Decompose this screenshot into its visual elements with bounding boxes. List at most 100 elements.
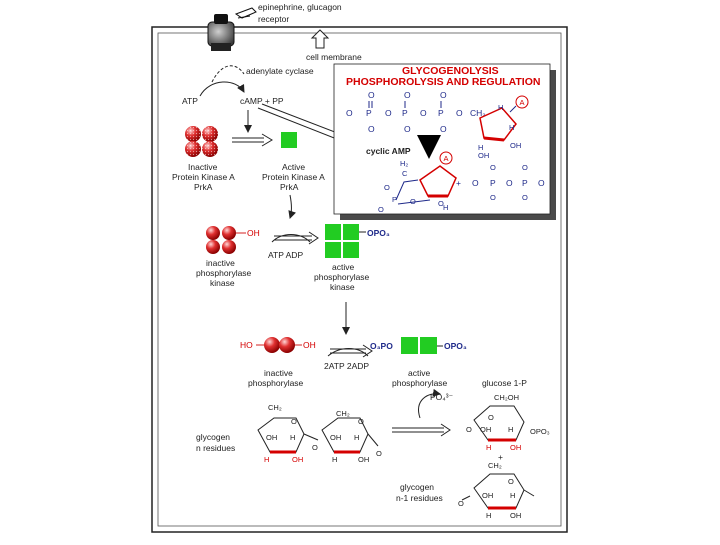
svg-text:O: O <box>490 163 496 172</box>
svg-text:P: P <box>366 108 372 118</box>
inactive-pka-line3: PrkA <box>194 182 213 192</box>
svg-text:OH: OH <box>358 455 369 464</box>
svg-text:H: H <box>486 443 491 452</box>
svg-text:O: O <box>458 499 464 508</box>
svg-text:H₂: H₂ <box>400 159 408 168</box>
svg-text:OH: OH <box>510 141 521 150</box>
svg-text:H: H <box>486 511 491 520</box>
pyrophosphate: + O P O P O O O O O <box>456 163 545 202</box>
active-phk-squares <box>325 224 366 258</box>
active-pka-line3: PrkA <box>280 182 299 192</box>
svg-text:H: H <box>443 203 448 212</box>
svg-text:+: + <box>456 178 461 188</box>
svg-text:CH₂: CH₂ <box>268 403 282 412</box>
svg-text:O: O <box>291 417 297 426</box>
camp-structure: H₂ C A O P O O O H <box>378 151 457 214</box>
phk-oh-label: OH <box>247 228 260 238</box>
products-plus: + <box>498 452 503 462</box>
glycogen-n1-line2: n-1 residues <box>396 493 443 503</box>
pointing-hand-icon <box>234 7 257 19</box>
svg-text:H: H <box>509 123 514 132</box>
phos-activation-arrow <box>327 344 373 358</box>
svg-text:O: O <box>522 163 528 172</box>
active-phos-line2: phosphorylase <box>392 378 448 388</box>
active-phos-line1: active <box>408 368 430 378</box>
svg-text:H: H <box>478 143 483 152</box>
svg-text:O: O <box>368 124 375 134</box>
adenylate-cyclase-label: adenylate cyclase <box>246 66 314 76</box>
svg-text:O: O <box>538 178 545 188</box>
inactive-phos-line1: inactive <box>264 368 293 378</box>
svg-text:P: P <box>490 178 496 188</box>
active-phosphorylase <box>401 337 443 354</box>
phos-oh-label: OH <box>303 340 316 350</box>
svg-text:O: O <box>490 193 496 202</box>
atp-structure: O P O P O P O CH₂ O O O O O O <box>346 90 486 134</box>
pka-down-curve <box>288 194 297 219</box>
pka-activation-arrow <box>232 133 273 147</box>
svg-text:O: O <box>368 90 375 100</box>
svg-text:H: H <box>508 425 513 434</box>
svg-text:O: O <box>472 178 479 188</box>
active-pka-square <box>281 132 297 148</box>
svg-text:O: O <box>466 425 472 434</box>
svg-text:OPO₃: OPO₃ <box>530 427 550 436</box>
svg-text:O: O <box>420 108 427 118</box>
phos-atp-adp-label: 2ATP 2ADP <box>324 361 369 371</box>
svg-text:OH: OH <box>510 511 521 520</box>
inactive-phk-line1: inactive <box>206 258 235 268</box>
svg-text:C: C <box>402 169 408 178</box>
svg-text:OH: OH <box>266 433 277 442</box>
membrane-arrow <box>310 29 330 49</box>
svg-text:O: O <box>506 178 513 188</box>
svg-text:O: O <box>438 199 444 208</box>
phos-opo3-label: OPO₃ <box>444 341 467 351</box>
svg-text:O: O <box>384 183 390 192</box>
inactive-phk-complex <box>206 226 246 254</box>
inactive-phk-line3: kinase <box>210 278 235 288</box>
phk-opo3-label: OPO₃ <box>367 228 390 238</box>
glycogen-n-line1: glycogen <box>196 432 230 442</box>
receptor-label: receptor <box>258 14 289 24</box>
cyclase-curve-arrow <box>211 65 245 83</box>
glycogen-n-line2: n residues <box>196 443 235 453</box>
svg-text:O: O <box>488 413 494 422</box>
active-phk-line3: kinase <box>330 282 355 292</box>
svg-text:P: P <box>402 108 408 118</box>
svg-text:OH: OH <box>292 455 303 464</box>
svg-text:O: O <box>508 477 514 486</box>
po4-curve-arrow <box>418 388 441 419</box>
svg-text:P: P <box>392 195 397 204</box>
cell-membrane-label: cell membrane <box>306 52 362 62</box>
svg-text:OH: OH <box>478 151 489 160</box>
camp-pp-label: cAMP + PP <box>240 96 284 106</box>
atp-to-camp-arrow <box>199 81 245 97</box>
svg-text:O: O <box>404 124 411 134</box>
svg-text:P: P <box>522 178 528 188</box>
svg-text:O: O <box>378 205 384 214</box>
inactive-pka-line1: Inactive <box>188 162 218 172</box>
glycogen-n-residue-1: CH₂ O OH H H OH O <box>257 403 319 464</box>
svg-text:H: H <box>264 455 269 464</box>
svg-text:O: O <box>385 108 392 118</box>
svg-text:H: H <box>290 433 295 442</box>
phos-ho-label: HO <box>240 340 253 350</box>
phk-atp-adp-label: ATP ADP <box>268 250 303 260</box>
inactive-phk-line2: phosphorylase <box>196 268 252 278</box>
svg-text:CH₂: CH₂ <box>470 108 486 118</box>
inactive-pka-line2: Protein Kinase A <box>172 172 235 182</box>
svg-text:O: O <box>346 108 353 118</box>
svg-text:A: A <box>444 154 449 163</box>
atp-label: ATP <box>182 96 198 106</box>
glycogen-n1-line1: glycogen <box>400 482 434 492</box>
svg-text:O: O <box>376 449 382 458</box>
cyclic-amp-label: cyclic AMP <box>366 146 411 156</box>
phos-o3po-label: O₃PO <box>370 341 393 351</box>
svg-text:OH: OH <box>480 425 491 434</box>
receptor-icon <box>207 14 235 51</box>
glycogen-n-residue-2: CH₂ O OH H H OH O <box>321 409 382 464</box>
phk-activation-arrow <box>271 231 319 245</box>
svg-text:O: O <box>312 443 318 452</box>
atp-ribose-ring: H H H OH OH A <box>478 95 529 160</box>
